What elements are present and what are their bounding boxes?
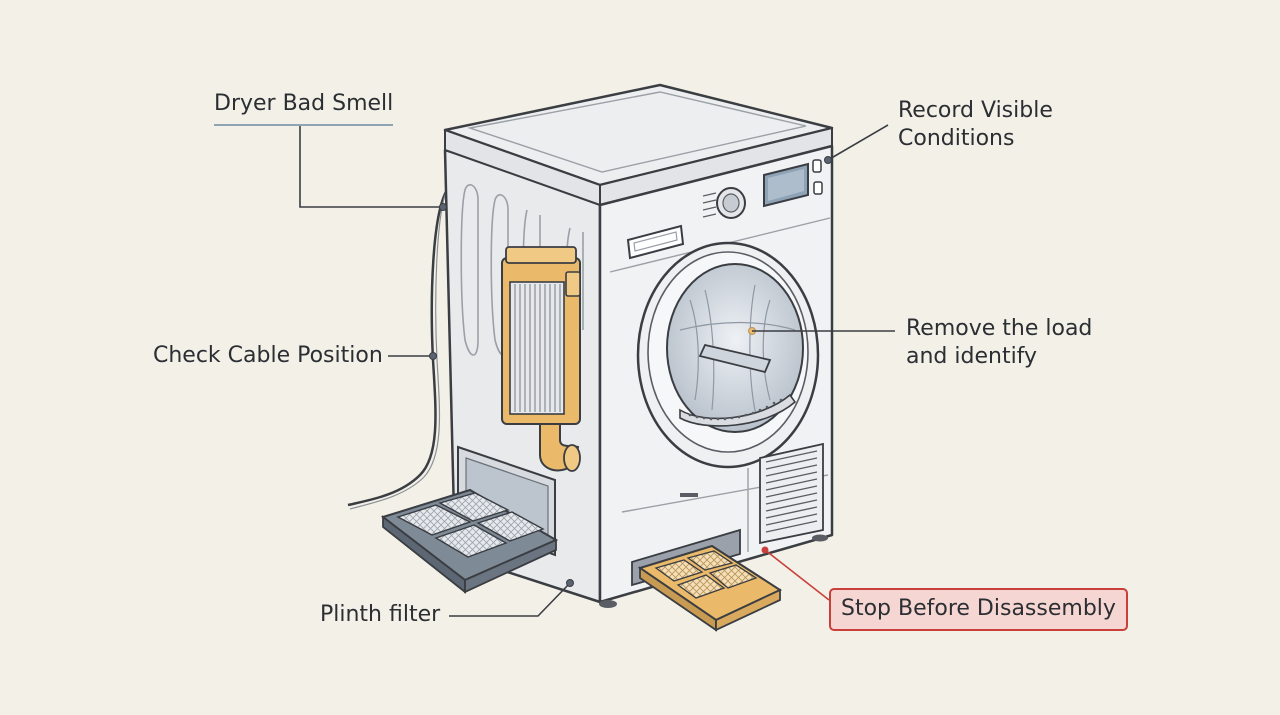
- callout-record-line2: Conditions: [898, 126, 1015, 151]
- power-cable: [347, 189, 449, 507]
- callout-record-line1: Record Visible: [898, 98, 1053, 123]
- callout-stop-before-disassembly: Stop Before Disassembly: [829, 588, 1128, 631]
- callout-plinth-filter: Plinth filter: [320, 602, 441, 627]
- callout-remove-line2: and identify: [906, 344, 1038, 369]
- callout-record-visible-conditions: Record Visible Conditions: [898, 97, 1053, 153]
- callout-remove-load: Remove the load and identify: [906, 315, 1092, 371]
- diagram-title: Dryer Bad Smell: [214, 90, 394, 126]
- leader-record: [827, 124, 889, 161]
- lint-grille: [679, 393, 797, 427]
- leader-stop: [764, 549, 830, 601]
- callout-check-cable-position: Check Cable Position: [153, 343, 383, 368]
- callout-remove-line1: Remove the load: [906, 316, 1093, 341]
- drum: [666, 263, 804, 433]
- leader-plinth: [449, 582, 571, 617]
- leader-title: [299, 124, 443, 208]
